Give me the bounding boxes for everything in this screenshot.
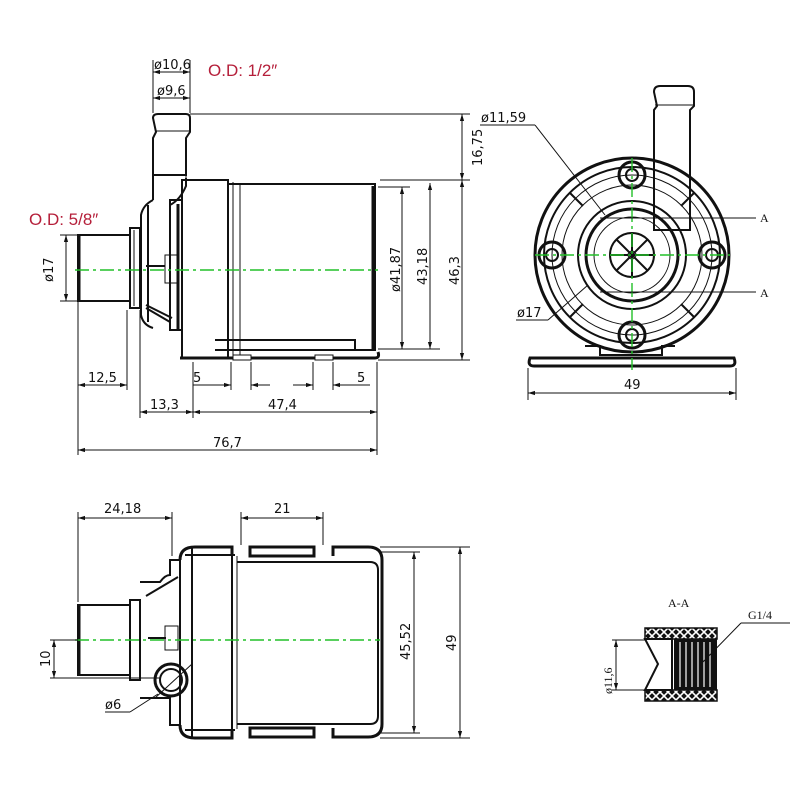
outlet-outer-diameter-label: ø10,6 (154, 58, 191, 73)
section-title: A-A (668, 596, 690, 610)
total-height-label: 46,3 (448, 256, 463, 285)
body-height-label: 43,18 (416, 248, 431, 285)
slot-width-left-label: 5 (193, 371, 201, 386)
bore-diameter-label: ø11,6 (601, 667, 615, 694)
outlet-od-label: O.D: 1/2″ (208, 61, 277, 80)
front-view: A A ø11,59 ø17 49 (480, 85, 769, 400)
motor-body (180, 183, 381, 361)
inlet-length-label: 12,5 (88, 371, 117, 386)
outlet-inner-diameter-label: ø9,6 (157, 84, 186, 99)
section-view: A-A ø11,6 G1/4 (601, 596, 790, 702)
thread-label: G1/4 (748, 608, 772, 622)
section-marker-top: A (760, 211, 769, 225)
base-width-label: 49 (624, 378, 641, 393)
outlet-nozzle (151, 113, 191, 206)
inlet-offset-label: 24,18 (104, 502, 141, 517)
body-diameter-label: ø41,87 (389, 247, 404, 292)
slot-width-label: 21 (274, 502, 291, 517)
front-inlet-diameter-label: ø17 (517, 306, 542, 321)
side-view: ø10,6 ø9,6 O.D: 1/2″ O.D: 5/8″ ø17 16,75… (29, 58, 486, 455)
pump-head (140, 179, 241, 359)
body-length-label: 47,4 (268, 398, 297, 413)
total-width-label: 49 (445, 634, 460, 651)
head-length-label: 13,3 (150, 398, 179, 413)
section-marker-bottom: A (760, 286, 769, 300)
front-outlet-diameter-label: ø11,59 (481, 111, 526, 126)
centerline-offset-label: 10 (39, 650, 54, 667)
top-view: 24,18 21 45,52 49 10 ø6 (39, 502, 470, 740)
slot-width-right-label: 5 (357, 371, 365, 386)
total-length-label: 76,7 (213, 436, 242, 451)
drain-diameter-label: ø6 (105, 698, 121, 713)
inlet-nozzle (77, 227, 141, 309)
body-width-label: 45,52 (399, 623, 414, 660)
outlet-height-label: 16,75 (471, 129, 486, 166)
inlet-od-label: O.D: 5/8″ (29, 210, 98, 229)
inlet-diameter-label: ø17 (42, 258, 57, 283)
